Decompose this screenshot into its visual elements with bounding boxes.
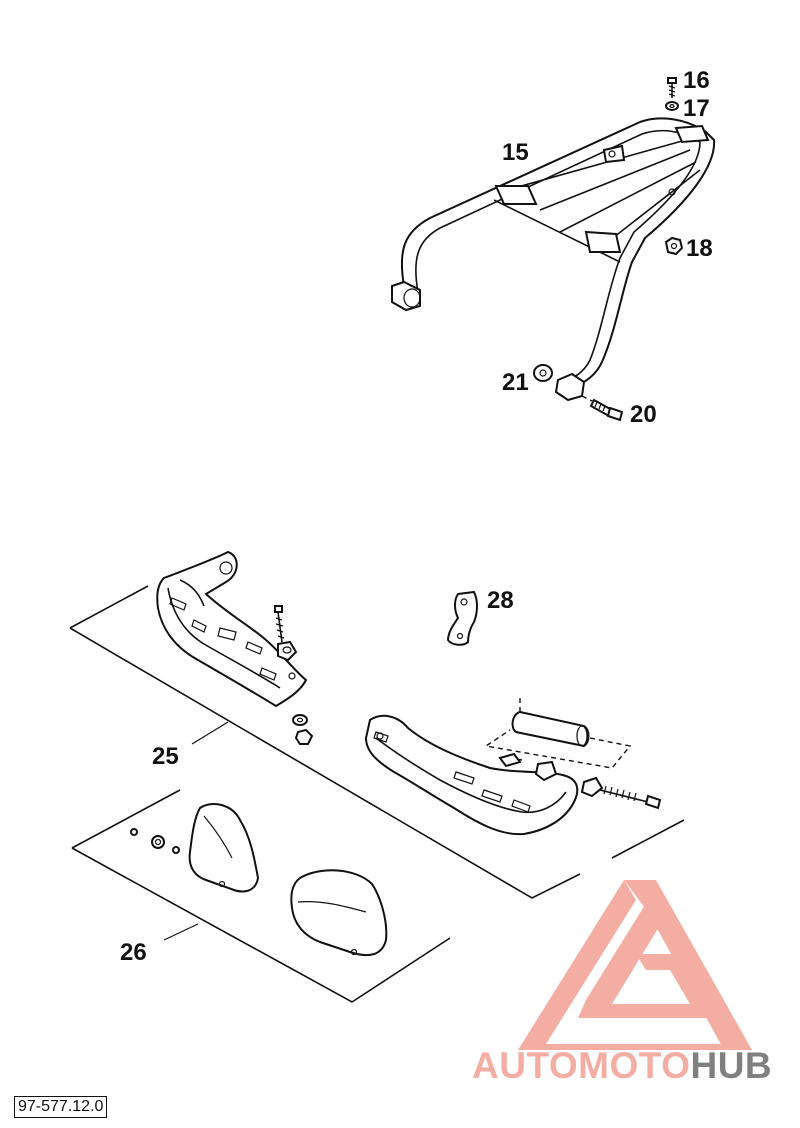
washer-17 xyxy=(665,101,679,111)
right-handguard-hardware xyxy=(498,752,662,810)
kit-boundary-26 xyxy=(71,789,451,1003)
kit-boundary-25 xyxy=(69,585,685,899)
handlebar-tube xyxy=(484,698,632,769)
document-number: 97-577.12.0 xyxy=(14,1096,108,1118)
watermark-hub: HUB xyxy=(690,1045,772,1086)
left-handguard-hardware xyxy=(274,605,314,745)
automotohub-watermark-logo: AUTOMOTOHUB xyxy=(472,880,772,1086)
svg-text:AUTOMOTOHUB: AUTOMOTOHUB xyxy=(472,1045,772,1086)
spoiler-left-part xyxy=(188,803,260,893)
callout-17: 17 xyxy=(683,95,710,122)
handguard-left-part xyxy=(156,550,308,708)
watermark-auto: AUTO xyxy=(472,1045,578,1086)
callout-15: 15 xyxy=(502,139,529,166)
leader-26 xyxy=(163,923,199,941)
handguard-right-part xyxy=(364,714,579,836)
washer-21 xyxy=(533,364,553,382)
spoiler-hardware xyxy=(130,828,180,854)
spoiler-right-part xyxy=(290,869,388,957)
callout-20: 20 xyxy=(630,401,657,428)
callout-18: 18 xyxy=(686,235,713,262)
rear-rack-part xyxy=(391,117,716,402)
bracket-28-part xyxy=(446,590,478,646)
bolt-20 xyxy=(581,395,624,422)
leader-25 xyxy=(191,721,229,745)
callout-28: 28 xyxy=(487,587,514,614)
callout-21: 21 xyxy=(502,369,529,396)
callout-25: 25 xyxy=(152,743,179,770)
watermark-moto: MOTO xyxy=(578,1045,690,1086)
nut-18 xyxy=(664,236,684,256)
callout-16: 16 xyxy=(683,67,710,94)
callout-26: 26 xyxy=(120,939,147,966)
bolt-16 xyxy=(667,77,677,98)
